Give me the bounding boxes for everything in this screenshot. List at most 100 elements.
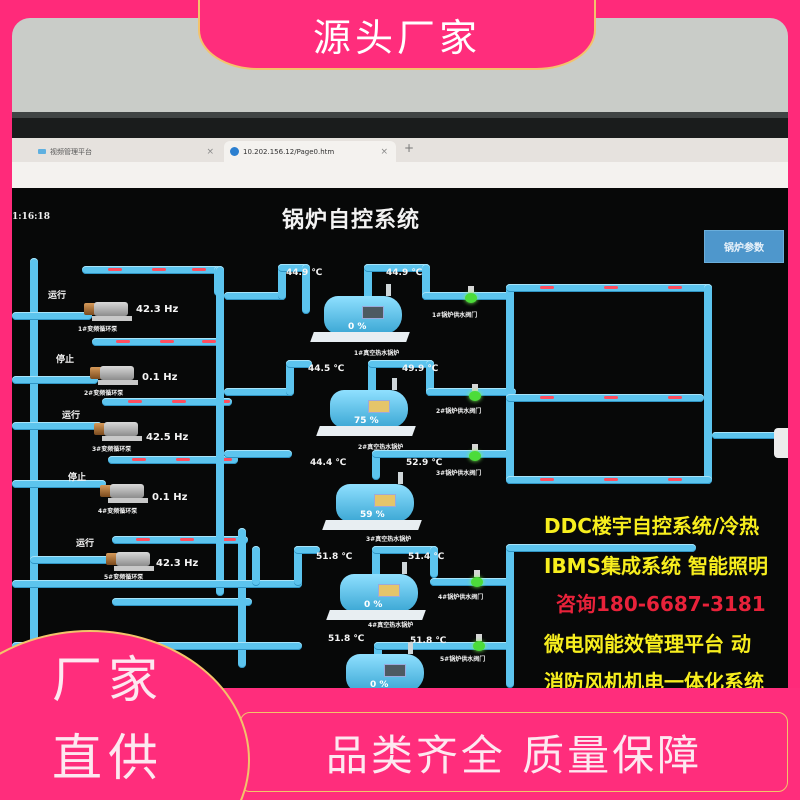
pump-3-freq: 42.5 Hz [146,432,189,443]
pipe [430,546,438,578]
pipe [372,450,380,480]
pipe [252,546,260,586]
pump-1-name: 1#变频循环泵 [78,326,118,333]
pump-3[interactable] [92,420,144,442]
boiler-params-button[interactable]: 锅炉参数 [704,230,784,263]
flow-arrow [540,396,554,399]
boiler-4[interactable]: 0 % [326,562,426,628]
flow-arrow [202,340,216,343]
boiler-4-valve[interactable] [470,570,484,588]
pump-4[interactable] [98,482,150,504]
pump-2-status: 停止 [56,355,75,365]
pump-3-status: 运行 [62,411,81,421]
clock: 1:16:18 [12,212,50,222]
flow-arrow [668,478,682,481]
boiler-3-valve[interactable] [468,444,482,462]
pipe [506,544,514,688]
boiler-4-out-temp: 51.4 ℃ [408,552,445,562]
boiler-5-valve[interactable] [472,634,486,652]
pipe [430,578,510,586]
flow-arrow [180,538,194,541]
pipe [224,292,286,300]
pump-1[interactable] [82,300,134,322]
ad-line-5: 消防风机机电一体化系统 [544,670,764,688]
pipe [368,360,376,400]
flow-arrow [136,538,150,541]
boiler-3-out-temp: 52.9 ℃ [406,458,443,468]
pipe [12,580,302,588]
flow-arrow [604,286,618,289]
boiler-2-valve-name: 2#锅炉供水阀门 [436,408,482,415]
tab-page0[interactable]: 10.202.156.12/Page0.htm × [224,141,396,162]
pipe [372,450,512,458]
new-tab-button[interactable]: + [404,141,415,155]
flow-arrow [604,478,618,481]
close-icon[interactable]: × [206,146,214,157]
monitor-bezel [12,112,788,138]
pipe [278,264,286,300]
boiler-2-valve[interactable] [468,384,482,402]
pipe [30,556,114,564]
pipe [506,284,514,484]
close-icon[interactable]: × [380,146,388,157]
ad-line-2: IBMS集成系统 智能照明 [544,554,768,578]
pipe [216,266,224,596]
boiler-5-valve-name: 5#锅炉供水阀门 [440,656,486,663]
pump-5[interactable] [104,550,156,572]
flow-arrow [128,400,142,403]
pipe [12,376,98,384]
boiler-1[interactable]: 0 % [310,284,410,350]
pipe [30,258,38,658]
flow-arrow [116,340,130,343]
boiler-1-out-temp: 44.9 ℃ [386,268,423,278]
pipe [506,544,696,552]
flow-arrow [604,396,618,399]
ad-line-1: DDC楼宇自控系统/冷热 [544,514,760,538]
pipe [422,264,430,300]
pipe [704,284,712,484]
pipe [278,264,308,272]
boiler-5[interactable]: 0 % [334,642,430,688]
boiler-1-valve-name: 1#锅炉供水阀门 [432,312,478,319]
pipe [364,264,430,272]
pipe [372,546,438,554]
flow-arrow [172,400,186,403]
pump-4-status: 停止 [68,473,87,483]
flow-arrow [152,268,166,271]
boiler-5-load: 0 % [370,680,389,688]
pump-5-name: 5#变频循环泵 [104,574,144,581]
boiler-3[interactable]: 59 % [322,472,422,538]
boiler-2-out-temp: 49.9 ℃ [402,364,439,374]
edge-icon [230,147,239,156]
flow-arrow [668,396,682,399]
boiler-2-load: 75 % [354,416,379,426]
boiler-2[interactable]: 75 % [316,378,416,444]
pipe [238,528,246,668]
boiler-2-in-temp: 44.5 ℃ [308,364,345,374]
ad-phone: 咨询180-6687-3181 [556,592,766,616]
pipe [224,450,292,458]
pump-2[interactable] [88,364,140,386]
flow-arrow [176,458,190,461]
pipe [112,598,252,606]
pipe [12,312,92,320]
tab-label: 10.202.156.12/Page0.htm [243,147,335,156]
flow-arrow [108,268,122,271]
bottom-slogan: 品类齐全 质量保障 [325,730,703,780]
browser-toolbar [12,162,788,188]
pipe [426,360,434,396]
flow-arrow [132,458,146,461]
boiler-3-load: 59 % [360,510,385,520]
browser-tab-strip: 视频管理平台 × 10.202.156.12/Page0.htm × + [12,138,788,162]
pump-2-name: 2#变频循环泵 [84,390,124,397]
pipe [12,480,106,488]
boiler-2-name: 2#真空热水锅炉 [358,444,404,451]
pipe [286,360,312,368]
boiler-3-in-temp: 44.4 ℃ [310,458,347,468]
boiler-1-valve[interactable] [464,286,478,304]
pump-1-status: 运行 [48,291,67,301]
flow-arrow [222,538,236,541]
tab-video-platform[interactable]: 视频管理平台 × [32,141,222,162]
circle-line-1: 厂家 [52,651,164,709]
pipe [712,432,782,439]
